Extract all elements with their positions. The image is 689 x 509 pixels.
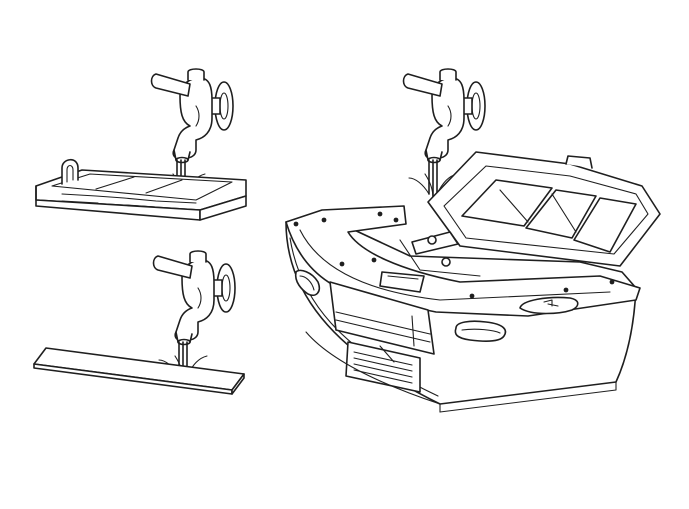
faucet-icon-bottom-left [152, 250, 236, 346]
filter-frame [35, 158, 247, 221]
faucet-icon-right [402, 68, 486, 164]
filter-sponge [33, 347, 245, 395]
dustbin [285, 151, 661, 413]
faucet-icon-top-left [150, 68, 234, 164]
